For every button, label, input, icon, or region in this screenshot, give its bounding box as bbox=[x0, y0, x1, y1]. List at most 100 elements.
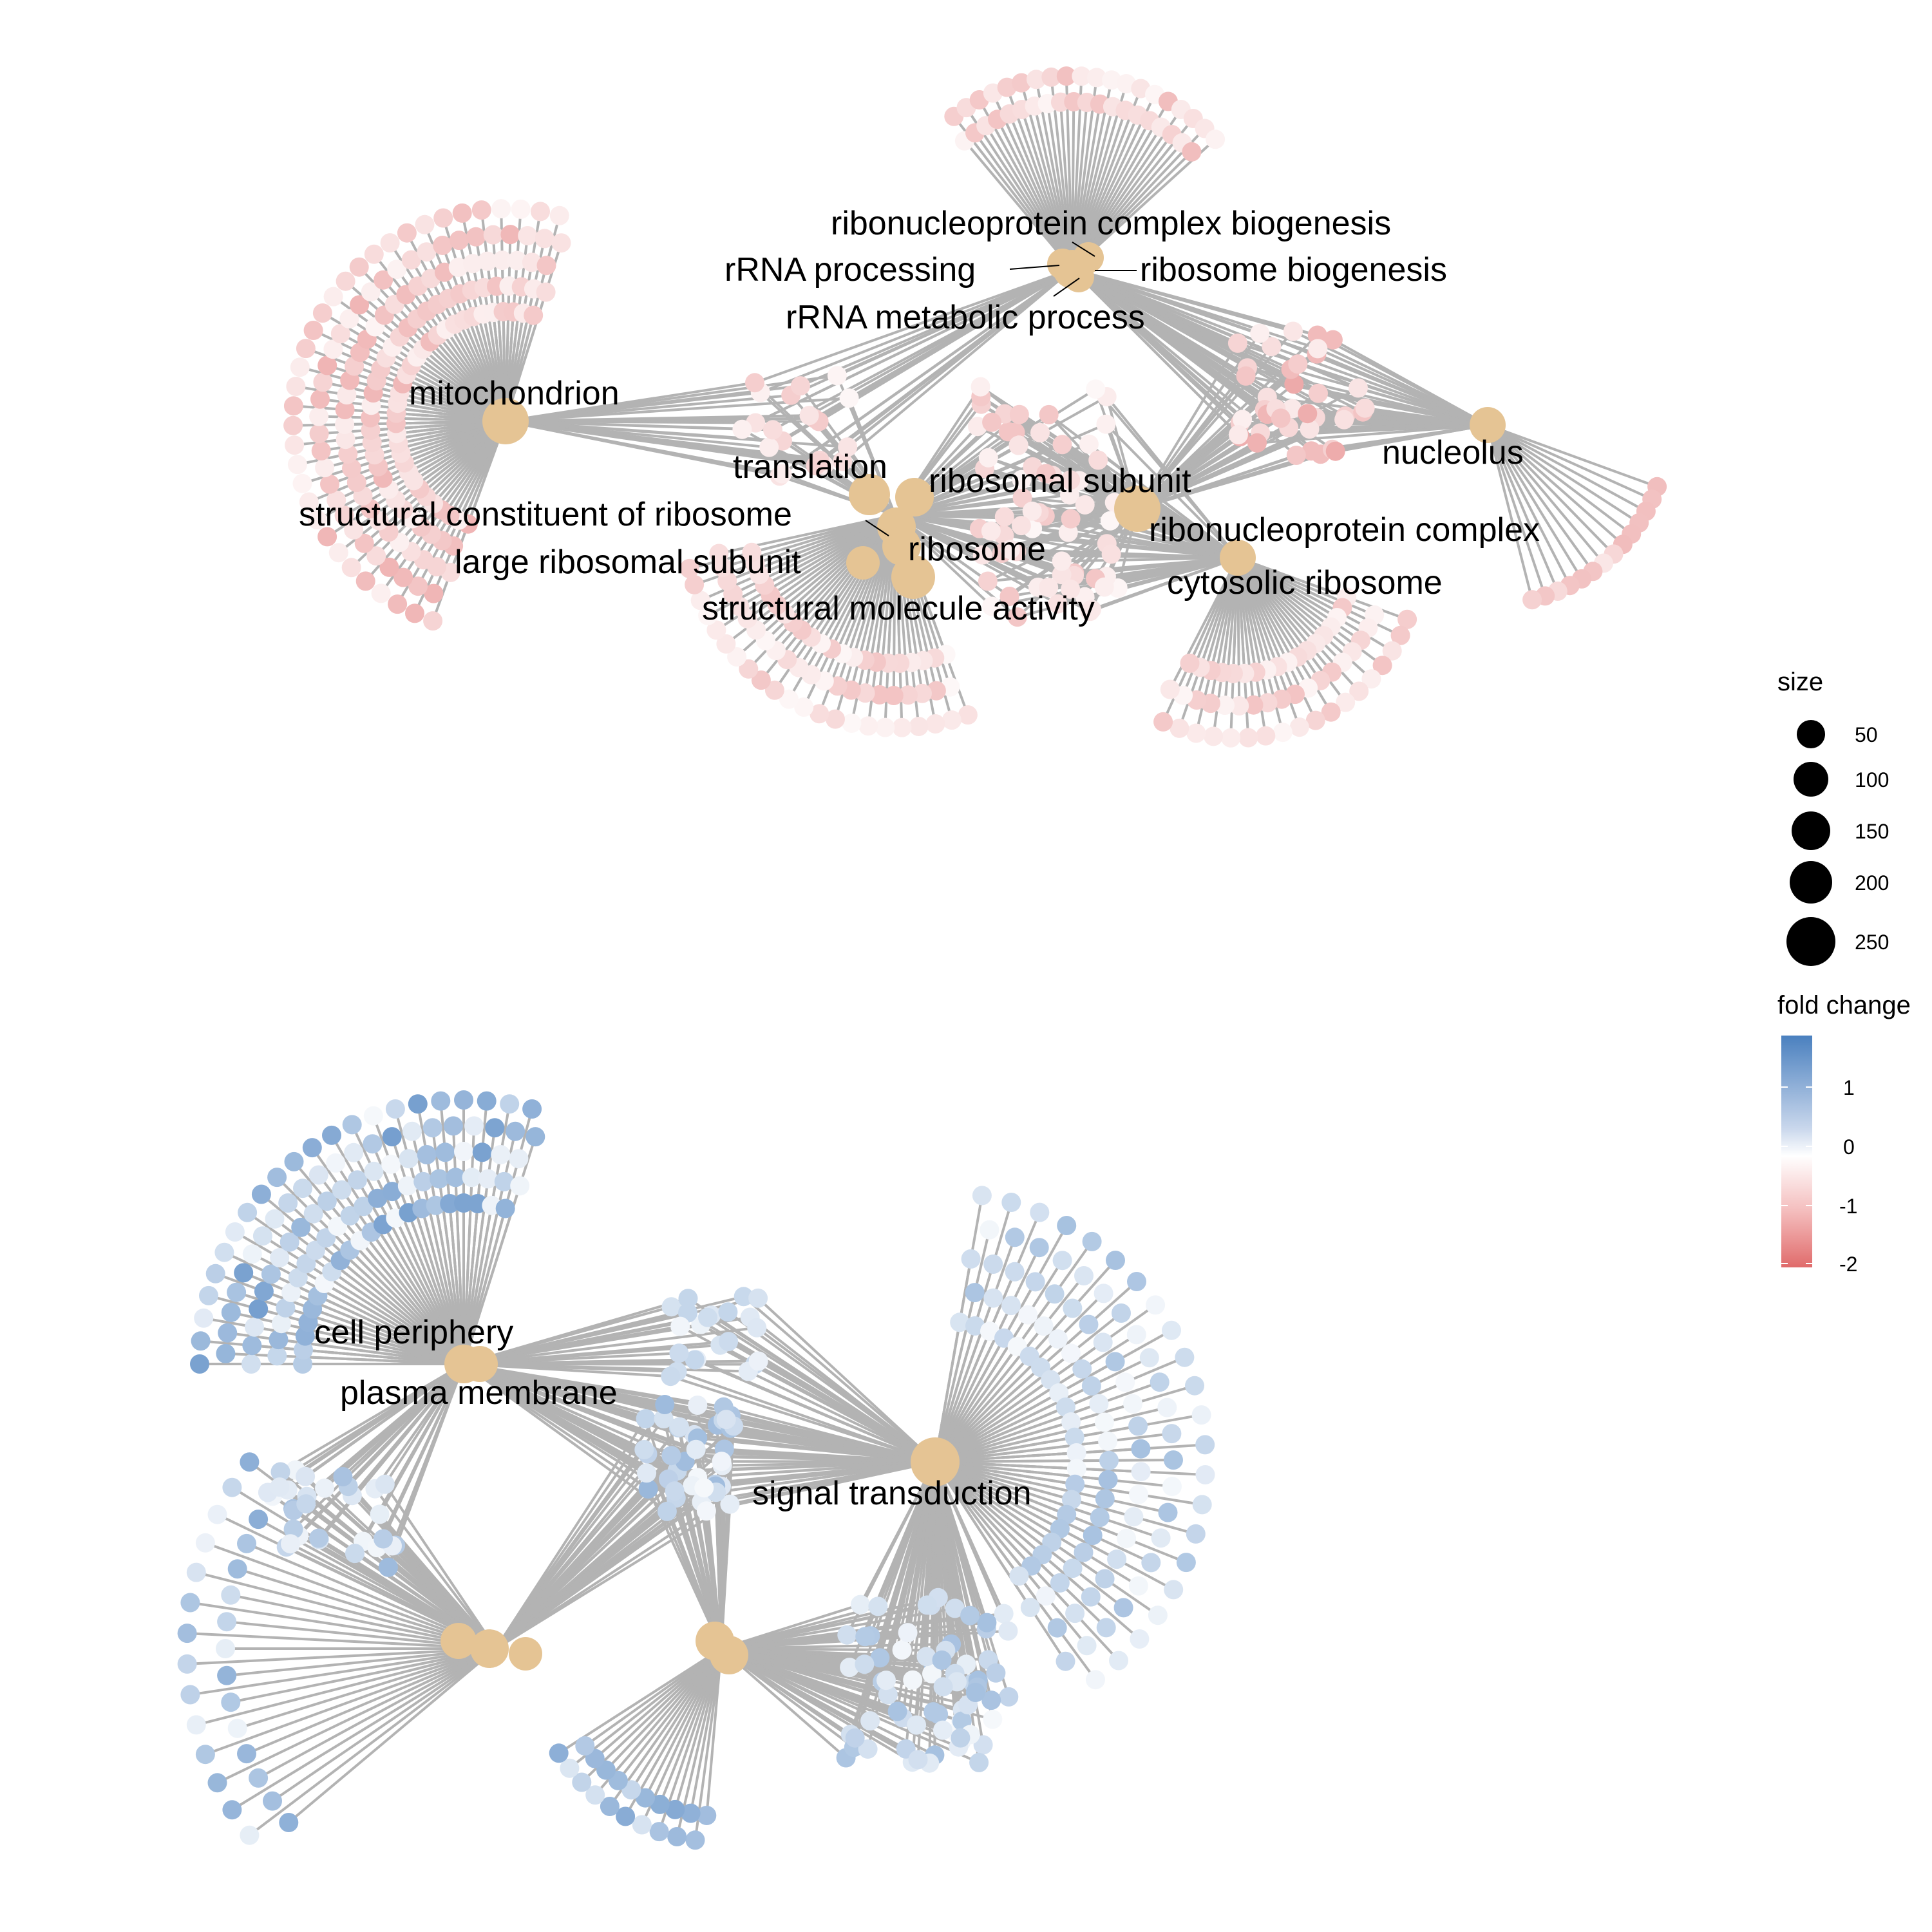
gene-node bbox=[1305, 710, 1325, 730]
gene-node bbox=[1349, 378, 1368, 398]
size-legend-dot-150 bbox=[1792, 811, 1830, 850]
edge bbox=[934, 1356, 1150, 1463]
gene-node bbox=[342, 1115, 362, 1135]
gene-node bbox=[1215, 696, 1235, 715]
gene-node bbox=[245, 1317, 264, 1337]
term-node-hub bbox=[470, 1629, 509, 1668]
gene-node bbox=[252, 1226, 272, 1246]
gene-node bbox=[1034, 1316, 1054, 1336]
gene-node bbox=[842, 714, 862, 733]
gene-node bbox=[1088, 450, 1108, 470]
gene-node bbox=[242, 1244, 262, 1264]
gene-node bbox=[969, 1752, 989, 1772]
term-node-large-ribosomal-subunit bbox=[846, 546, 880, 580]
gene-node bbox=[1061, 579, 1081, 599]
gene-node bbox=[337, 385, 357, 405]
gene-node bbox=[1012, 73, 1032, 93]
edge bbox=[495, 1406, 725, 1650]
gene-node bbox=[237, 1744, 256, 1764]
gene-node bbox=[287, 455, 307, 475]
gene-node bbox=[907, 1715, 927, 1735]
gene-node bbox=[1090, 1508, 1110, 1528]
gene-node bbox=[1126, 1325, 1146, 1345]
gene-node bbox=[535, 229, 554, 249]
gene-node bbox=[1102, 70, 1122, 90]
gene-node bbox=[368, 1188, 388, 1208]
label-leader-lines bbox=[865, 242, 1137, 536]
edge bbox=[934, 1274, 1085, 1463]
edge bbox=[689, 1648, 723, 1814]
gene-node bbox=[712, 1452, 732, 1472]
gene-node bbox=[449, 231, 469, 251]
gene-node bbox=[1162, 1320, 1181, 1340]
term-node-nucleolus bbox=[1470, 407, 1506, 443]
gene-node bbox=[869, 685, 889, 705]
gene-node bbox=[665, 1799, 685, 1819]
gene-node bbox=[1052, 1251, 1072, 1271]
gene-node bbox=[1025, 1272, 1045, 1292]
gene-node bbox=[363, 1134, 383, 1154]
gene-node bbox=[972, 545, 992, 565]
gene-node bbox=[454, 1193, 473, 1213]
edge bbox=[1137, 454, 1297, 510]
gene-node bbox=[1072, 1359, 1092, 1379]
gene-node bbox=[1308, 339, 1328, 359]
gene-node bbox=[1390, 625, 1410, 645]
gene-node bbox=[772, 464, 792, 484]
gene-node bbox=[291, 1217, 311, 1237]
gene-node bbox=[876, 1671, 896, 1690]
gene-node bbox=[720, 1494, 740, 1514]
size-legend-label-100: 100 bbox=[1855, 768, 1889, 791]
edge bbox=[249, 1647, 497, 1837]
edge bbox=[1487, 424, 1658, 488]
gene-node bbox=[1009, 404, 1029, 424]
edge bbox=[505, 420, 773, 431]
gene-node bbox=[326, 1153, 346, 1173]
gene-node bbox=[254, 1282, 274, 1302]
gene-node bbox=[251, 1184, 271, 1204]
edge bbox=[1486, 424, 1547, 597]
gene-node bbox=[336, 271, 355, 291]
size-legend-dot-200 bbox=[1790, 861, 1832, 904]
gene-node bbox=[1093, 1332, 1113, 1352]
edge bbox=[463, 1363, 672, 1457]
gene-node bbox=[845, 1728, 865, 1748]
label-large-ribosomal-subunit: large ribosomal subunit bbox=[455, 544, 801, 581]
edge bbox=[1317, 347, 1488, 426]
gene-node bbox=[307, 510, 327, 530]
gene-node bbox=[267, 1168, 287, 1188]
gene-node bbox=[1298, 404, 1318, 424]
gene-node bbox=[1192, 1495, 1212, 1515]
gene-nodes-layer bbox=[177, 66, 1667, 1850]
edge bbox=[674, 1648, 723, 1810]
gene-node bbox=[348, 1170, 367, 1190]
edge bbox=[934, 1461, 1067, 1662]
gene-node bbox=[759, 437, 779, 457]
gene-node bbox=[745, 373, 764, 393]
gene-node bbox=[903, 1670, 923, 1690]
edge bbox=[676, 1648, 723, 1837]
gene-node bbox=[385, 1099, 405, 1119]
term-labels: ribonucleoprotein complex biogenesis rRN… bbox=[299, 205, 1540, 1512]
edge bbox=[1486, 424, 1640, 524]
edge bbox=[934, 1461, 1162, 1540]
gene-node bbox=[1079, 1314, 1099, 1334]
gene-node bbox=[1323, 330, 1343, 350]
edge bbox=[663, 1404, 723, 1649]
term-nodes-layer bbox=[440, 242, 1506, 1674]
label-structural-molecule-activity: structural molecule activity bbox=[702, 590, 1095, 627]
edge bbox=[841, 268, 1074, 462]
leader-rrna-processing bbox=[1009, 265, 1060, 270]
gene-node bbox=[1020, 1598, 1040, 1617]
fold-change-colorbar bbox=[1781, 1036, 1812, 1267]
gene-node bbox=[986, 1663, 1006, 1683]
edge bbox=[1487, 424, 1653, 500]
gene-node bbox=[1123, 1394, 1142, 1414]
gene-node bbox=[1288, 354, 1308, 374]
term-node-hub bbox=[440, 1623, 477, 1659]
term-node-ribosomal-subunit bbox=[895, 478, 934, 516]
label-cell-periphery: cell periphery bbox=[314, 1314, 513, 1351]
gene-node bbox=[636, 1788, 655, 1808]
gene-node bbox=[464, 1116, 484, 1136]
edge bbox=[216, 1647, 497, 1785]
